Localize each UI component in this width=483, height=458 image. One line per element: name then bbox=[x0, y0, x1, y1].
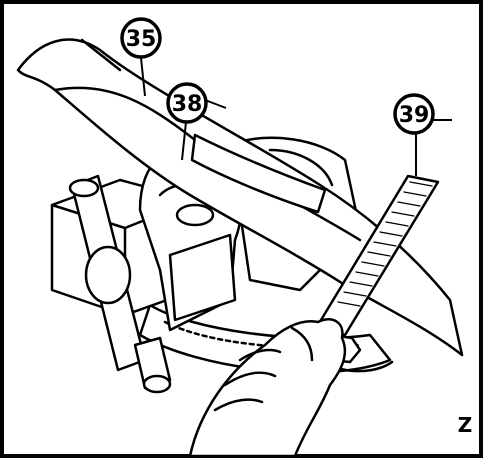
callout-35: 35 bbox=[120, 17, 162, 59]
vise-screw-boss bbox=[84, 245, 132, 305]
callout-38-label: 38 bbox=[172, 92, 203, 117]
file-teeth bbox=[337, 181, 433, 307]
callout-39-label: 39 bbox=[399, 103, 430, 128]
hand bbox=[188, 318, 347, 458]
vise-jaw-insert bbox=[190, 133, 327, 214]
vise-illustration bbox=[16, 38, 464, 458]
figure-letter: Z bbox=[458, 413, 473, 437]
callout-35-label: 35 bbox=[126, 27, 157, 52]
callout-39: 39 bbox=[393, 93, 435, 135]
file-tool bbox=[313, 174, 440, 337]
callout-38: 38 bbox=[166, 82, 208, 124]
